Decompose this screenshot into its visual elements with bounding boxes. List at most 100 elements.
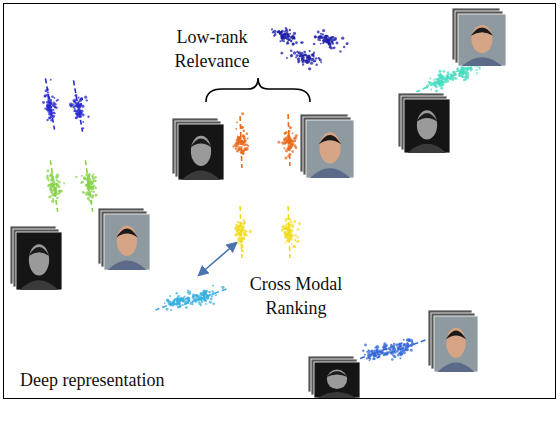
hair <box>326 371 347 377</box>
embedding-point <box>339 50 341 52</box>
embedding-point <box>54 188 57 191</box>
embedding-point <box>239 141 241 143</box>
embedding-point <box>75 176 77 178</box>
embedding-point <box>400 348 402 350</box>
face <box>117 226 137 256</box>
embedding-point <box>278 32 281 35</box>
embedding-point <box>47 98 50 101</box>
embedding-point <box>91 196 94 199</box>
embedding-point <box>166 308 169 311</box>
face-photo <box>428 310 478 372</box>
embedding-point <box>332 47 334 49</box>
embedding-point <box>182 300 184 302</box>
embedding-point <box>438 84 440 86</box>
embedding-point <box>86 184 89 187</box>
embedding-point <box>298 51 301 54</box>
embedding-point <box>329 46 331 48</box>
embedding-point <box>302 61 305 64</box>
embedding-point <box>466 76 469 79</box>
embedding-point <box>303 51 306 54</box>
embedding-point <box>49 106 51 108</box>
photo-ground <box>458 14 506 66</box>
embedding-point <box>241 126 244 129</box>
embedding-point <box>320 43 322 45</box>
embedding-point <box>286 223 288 225</box>
embedding-point <box>284 132 287 135</box>
embedding-point <box>378 354 380 356</box>
embedding-point <box>91 190 93 192</box>
embedding-point <box>315 64 317 66</box>
embedding-point <box>244 139 247 142</box>
embedding-point <box>286 57 288 59</box>
embedding-point <box>50 103 52 105</box>
embedding-point <box>77 103 79 105</box>
embedding-point <box>247 138 249 140</box>
embedding-point <box>285 232 288 235</box>
embedding-line <box>354 343 403 361</box>
embedding-point <box>282 33 284 35</box>
embedding-point <box>452 71 455 74</box>
embedding-point <box>368 350 371 353</box>
embedding-point <box>372 357 375 360</box>
embedding-line <box>85 160 92 211</box>
embedding-point <box>237 138 240 141</box>
embedding-point <box>437 74 440 77</box>
embedding-point <box>379 349 381 351</box>
embedding-point <box>188 292 191 295</box>
embedding-point <box>206 296 208 298</box>
embedding-point <box>237 242 239 244</box>
embedding-point <box>237 221 240 224</box>
embedding-point <box>242 237 244 239</box>
embedding-point <box>58 186 61 189</box>
embedding-point <box>329 38 331 40</box>
embedding-point <box>282 225 285 228</box>
embedding-point <box>200 304 202 306</box>
embedding-point <box>186 297 189 300</box>
photo-ground <box>178 124 224 180</box>
embedding-point <box>47 170 50 173</box>
embedding-point <box>46 175 49 178</box>
embedding-point <box>85 191 88 194</box>
embedding-point <box>407 346 410 349</box>
embedding-point <box>313 52 315 54</box>
embedding-point <box>294 234 296 236</box>
embedding-point <box>73 100 76 103</box>
embedding-point <box>287 145 289 147</box>
embedding-point <box>281 228 284 231</box>
embedding-point <box>78 97 80 99</box>
embedding-point <box>290 55 293 58</box>
embedding-point <box>310 62 313 65</box>
embedding-point <box>461 67 464 70</box>
embedding-point <box>273 35 275 37</box>
embedding-point <box>296 236 298 238</box>
embedding-point <box>50 119 53 122</box>
embedding-point <box>238 142 241 145</box>
embedding-point <box>92 176 95 179</box>
embedding-point <box>445 74 448 77</box>
embedding-point <box>51 95 54 98</box>
embedding-point <box>298 222 301 225</box>
embedding-point <box>301 41 304 44</box>
embedding-point <box>205 303 207 305</box>
hair <box>28 247 49 256</box>
embedding-point <box>289 139 292 142</box>
embedding-point <box>292 36 294 38</box>
embedding-point <box>295 41 298 44</box>
embedding-point <box>74 94 77 97</box>
embedding-point <box>195 294 197 296</box>
photo-ground <box>306 120 354 178</box>
embedding-point <box>50 187 52 189</box>
embedding-point <box>320 61 322 63</box>
embedding-point <box>287 34 290 37</box>
embedding-point <box>288 218 291 221</box>
embedding-point <box>73 110 75 112</box>
embedding-point <box>88 200 90 202</box>
embedding-point <box>346 42 349 45</box>
embedding-point <box>295 57 297 59</box>
embedding-point <box>190 302 193 305</box>
embedding-point <box>290 49 292 51</box>
embedding-point <box>327 40 329 42</box>
shoulders <box>20 280 59 290</box>
embedding-point <box>55 179 57 181</box>
